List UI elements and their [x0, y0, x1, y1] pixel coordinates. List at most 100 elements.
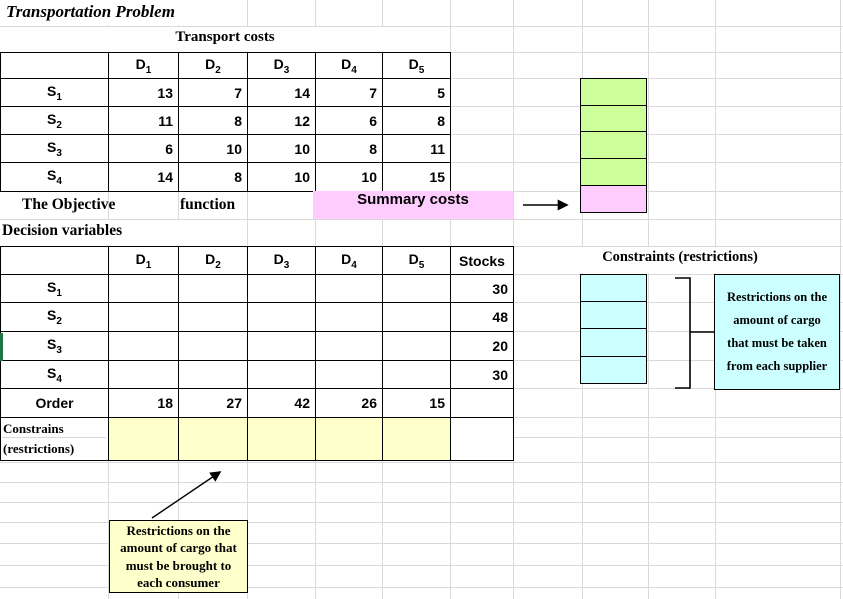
- gridline: [2, 437, 106, 438]
- decision-cell[interactable]: [108, 302, 179, 332]
- note-line: must be brought to: [125, 557, 232, 573]
- row-cost-sum-cell[interactable]: [580, 104, 647, 133]
- decision-variables-heading: Decision variables: [2, 222, 123, 239]
- caption-cell-background: [0, 27, 446, 51]
- decision-cell[interactable]: [108, 274, 179, 303]
- cost-value-cell[interactable]: 10: [178, 134, 248, 163]
- decision-cell[interactable]: [178, 331, 248, 361]
- gridline: [0, 462, 843, 463]
- order-value-cell[interactable]: 18: [108, 388, 179, 418]
- row-cost-sum-cell[interactable]: [580, 131, 647, 159]
- col-header: D5: [382, 52, 451, 79]
- col-header: D4: [315, 246, 383, 275]
- objective-label-left: The Objective: [22, 196, 116, 213]
- bracket: [675, 277, 714, 389]
- cost-value-cell[interactable]: 7: [178, 78, 248, 107]
- cost-value-cell[interactable]: 14: [247, 78, 316, 107]
- consumer-note-arrow: [151, 471, 222, 519]
- col-header: D3: [247, 52, 316, 79]
- decision-cell[interactable]: [108, 360, 179, 389]
- cost-value-cell[interactable]: 10: [247, 162, 316, 192]
- cost-value-cell[interactable]: 10: [247, 134, 316, 163]
- cost-value-cell[interactable]: 8: [178, 106, 248, 135]
- empty-cell[interactable]: [450, 388, 514, 418]
- order-value-cell[interactable]: 42: [247, 388, 316, 418]
- stocks-header: Stocks: [450, 246, 514, 275]
- note-line: Restrictions on the: [727, 290, 827, 304]
- row-header: S1: [0, 274, 109, 303]
- constrains-label-line1: Constrains: [3, 420, 64, 436]
- stock-value-cell[interactable]: 30: [450, 360, 514, 389]
- note-line: from each supplier: [726, 359, 828, 373]
- order-value-cell[interactable]: 15: [382, 388, 451, 418]
- cost-value-cell[interactable]: 15: [382, 162, 451, 192]
- cost-value-cell[interactable]: 5: [382, 78, 451, 107]
- order-value-cell[interactable]: 26: [315, 388, 383, 418]
- cost-value-cell[interactable]: 11: [382, 134, 451, 163]
- gridline: [0, 502, 843, 503]
- cost-value-cell[interactable]: 11: [108, 106, 179, 135]
- decision-cell[interactable]: [382, 360, 451, 389]
- empty-cell[interactable]: [450, 417, 514, 461]
- stock-value-cell[interactable]: 48: [450, 302, 514, 332]
- decision-cell[interactable]: [247, 274, 316, 303]
- consumer-constraint-cell[interactable]: [315, 417, 383, 461]
- stock-value-cell[interactable]: 20: [450, 331, 514, 361]
- decision-cell[interactable]: [315, 331, 383, 361]
- cost-table-caption: Transport costs: [175, 29, 275, 45]
- gridline: [648, 0, 649, 599]
- supplier-constraint-cell[interactable]: [580, 300, 647, 330]
- gridline: [0, 565, 843, 566]
- supplier-constraint-cell[interactable]: [580, 328, 647, 357]
- cost-value-cell[interactable]: 7: [315, 78, 383, 107]
- gridline: [0, 26, 843, 27]
- cost-value-cell[interactable]: 10: [315, 162, 383, 192]
- summary-arrow: [523, 199, 569, 211]
- consumer-constraint-cell[interactable]: [108, 417, 179, 461]
- decision-cell[interactable]: [247, 360, 316, 389]
- cost-value-cell[interactable]: 6: [315, 106, 383, 135]
- cost-value-cell[interactable]: 6: [108, 134, 179, 163]
- title-cell-background: [0, 0, 246, 25]
- decision-cell[interactable]: [315, 274, 383, 303]
- decision-cell[interactable]: [247, 331, 316, 361]
- decision-cell[interactable]: [178, 274, 248, 303]
- gridline: [840, 0, 841, 599]
- decision-cell[interactable]: [178, 360, 248, 389]
- supplier-constraint-cell[interactable]: [580, 355, 647, 384]
- gridline: [0, 482, 843, 483]
- row-header: S4: [0, 360, 109, 389]
- decision-cell[interactable]: [382, 302, 451, 332]
- cost-value-cell[interactable]: 12: [247, 106, 316, 135]
- cost-value-cell[interactable]: 8: [315, 134, 383, 163]
- gridline: [0, 587, 843, 588]
- cost-value-cell[interactable]: 13: [108, 78, 179, 107]
- decision-cell[interactable]: [382, 331, 451, 361]
- supplier-constraint-cell[interactable]: [580, 274, 647, 302]
- order-value-cell[interactable]: 27: [178, 388, 248, 418]
- row-cost-sum-cell[interactable]: [580, 157, 647, 187]
- stock-value-cell[interactable]: 30: [450, 274, 514, 303]
- page-title: Transportation Problem: [6, 2, 175, 21]
- consumer-constraint-cell[interactable]: [247, 417, 316, 461]
- decision-cell[interactable]: [178, 302, 248, 332]
- corner-cell: [0, 52, 109, 79]
- decision-cell[interactable]: [247, 302, 316, 332]
- decision-cell[interactable]: [382, 274, 451, 303]
- consumer-constraint-cell[interactable]: [382, 417, 451, 461]
- col-header: D4: [315, 52, 383, 79]
- summary-costs-cell[interactable]: Summary costs: [313, 191, 513, 219]
- decision-cell[interactable]: [315, 302, 383, 332]
- objective-value-cell[interactable]: [580, 185, 647, 213]
- row-cost-sum-cell[interactable]: [580, 78, 647, 106]
- constraints-heading: Constraints (restrictions): [602, 249, 758, 265]
- cost-value-cell[interactable]: 14: [108, 162, 179, 192]
- cost-table: D1 D2 D3 D4 D5 S1 13 7 14 7 5 S2 11 8 12…: [0, 52, 451, 192]
- consumer-constraint-cell[interactable]: [178, 417, 248, 461]
- cost-value-cell[interactable]: 8: [178, 162, 248, 192]
- gridline: [0, 219, 843, 220]
- decision-cell[interactable]: [108, 331, 179, 361]
- decision-cell[interactable]: [315, 360, 383, 389]
- cost-value-cell[interactable]: 8: [382, 106, 451, 135]
